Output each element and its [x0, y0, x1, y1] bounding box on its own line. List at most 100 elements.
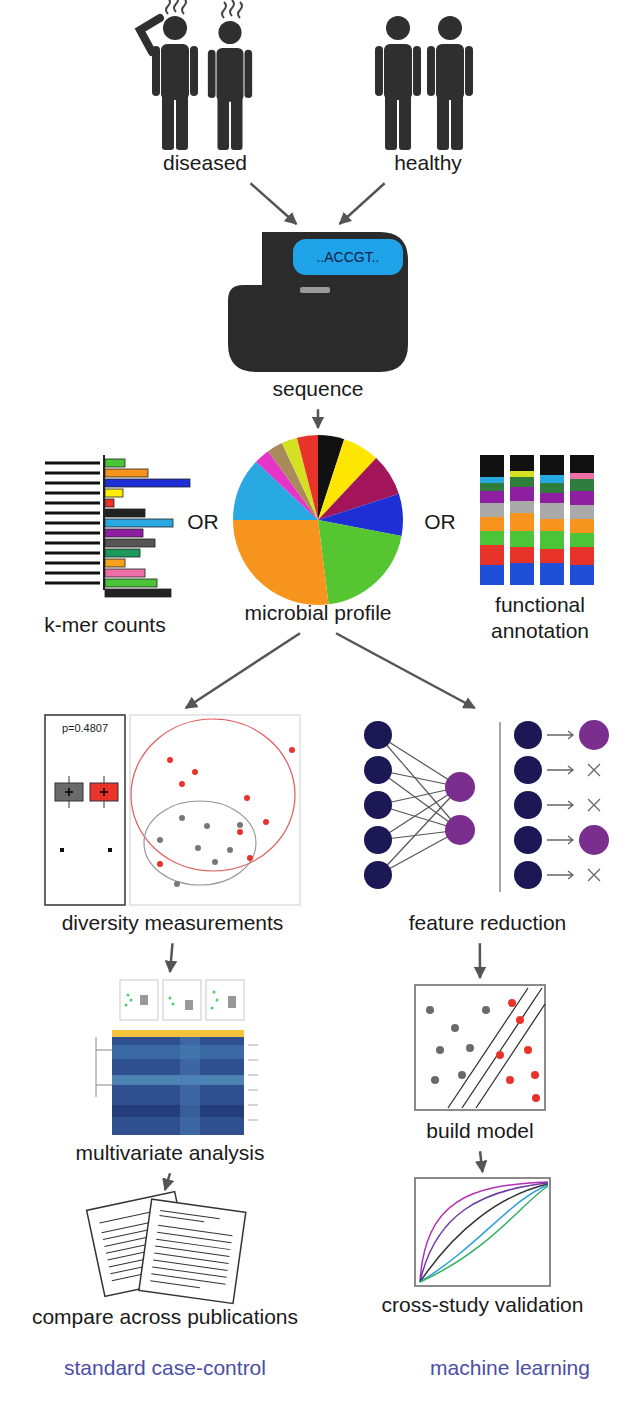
diversity-plots-part-part — [179, 781, 185, 787]
people-figures-part — [140, 18, 160, 52]
stacked-bars-part-part — [540, 549, 564, 563]
sequencer-device-part — [300, 287, 330, 293]
multivariate-thumbnail-part-part — [213, 991, 216, 994]
pie-chart-part — [276, 478, 361, 563]
neural-net-part-part — [547, 836, 573, 844]
or-label: OR — [187, 510, 219, 534]
stacked-bars-part-part — [570, 479, 594, 491]
diversity-plots-part-part — [204, 823, 210, 829]
multivariate-thumbnail-part-part — [125, 1004, 128, 1007]
flow-arrow — [479, 943, 482, 978]
multivariate-thumbnail-part-part — [248, 1090, 258, 1091]
diversity-plots-part-part — [157, 837, 163, 843]
pie-chart-part — [276, 478, 361, 563]
multivariate-thumbnail-part — [112, 1045, 244, 1059]
stacked-bars-part — [570, 455, 594, 585]
p-value: p=0.4807 — [62, 722, 108, 734]
neural-net-part — [547, 731, 600, 881]
multivariate-thumbnail — [96, 980, 258, 1135]
people-figures-part — [427, 16, 473, 150]
multivariate-thumbnail-part-part — [228, 996, 236, 1008]
classifier-plot-part-part — [524, 1046, 532, 1054]
kmer-bar-chart-part-part — [45, 472, 100, 475]
stacked-bars-part-part — [510, 563, 534, 585]
diagram-step: compare across publications — [20, 1194, 310, 1334]
paper-icons-part — [139, 1199, 246, 1303]
classifier-plot-part-part — [466, 1044, 474, 1052]
neural-net-part-part — [514, 826, 542, 854]
diversity-plots-part-part — [227, 847, 233, 853]
multivariate-thumbnail-part-part — [248, 1075, 258, 1076]
classifier-plot-part-part — [426, 1006, 434, 1014]
diversity-plots-part — [108, 848, 112, 852]
step-caption: cross-study validation — [350, 1292, 615, 1318]
classifier-plot-part — [496, 999, 540, 1102]
column-caption: standard case-control — [64, 1356, 266, 1380]
roc-curves-part — [420, 1184, 548, 1282]
step-caption: k-mer counts — [30, 612, 180, 638]
kmer-bar-chart-part-part — [105, 539, 155, 547]
diagram-step: microbial profile — [228, 432, 408, 630]
sequencer-device-part — [293, 239, 403, 275]
pie-chart-part — [276, 478, 361, 563]
people-figures — [140, 0, 473, 150]
kmer-bar-chart-part-part — [45, 532, 100, 535]
kmer-bar-chart-part-part — [105, 559, 125, 567]
stacked-bars-part-part — [510, 547, 534, 563]
stacked-bars-part-part — [480, 531, 504, 545]
neural-net-part — [445, 772, 475, 845]
diversity-plots-part-part — [244, 795, 250, 801]
multivariate-thumbnail-part — [180, 1037, 200, 1135]
pie-chart-part — [276, 478, 361, 563]
diagram-step: cross-study validation — [350, 1176, 615, 1322]
stacked-bars-part-part — [510, 471, 534, 477]
classifier-plot-part — [415, 985, 545, 1110]
diversity-plots-part-part — [247, 855, 253, 861]
kmer-bar-chart — [45, 455, 190, 597]
neural-net-part-part — [514, 861, 542, 889]
stacked-bars-part-part — [540, 519, 564, 531]
stacked-bars-part-part — [570, 547, 594, 565]
roc-curves-part — [420, 1183, 548, 1282]
neural-net-part-part — [445, 815, 475, 845]
sequence-readout: ..ACCGT.. — [316, 249, 379, 265]
kmer-bar-chart-part-part — [45, 462, 100, 465]
flow-arrow — [336, 633, 475, 708]
kmer-bar-chart-part-part — [105, 579, 157, 587]
stacked-bars-part-part — [540, 531, 564, 549]
multivariate-thumbnail-part-part — [169, 997, 172, 1000]
multivariate-thumbnail-part-part — [211, 1007, 214, 1010]
kmer-bar-chart-part-part — [105, 479, 190, 487]
diagram-step: feature reduction — [360, 712, 615, 940]
neural-net-part-part — [579, 720, 609, 750]
kmer-bar-chart-part — [105, 459, 190, 597]
classifier-plot-part-part — [482, 1006, 490, 1014]
diversity-plots-part-part — [167, 757, 173, 763]
diversity-plots-part-part — [174, 881, 180, 887]
neural-net-part-part — [547, 801, 573, 809]
multivariate-thumbnail-part — [125, 991, 219, 1010]
stacked-bars-part-part — [570, 519, 594, 533]
diversity-plots-part-part — [237, 829, 243, 835]
stacked-bars-part-part — [570, 533, 594, 547]
kmer-bar-chart-part-part — [105, 489, 123, 497]
multivariate-thumbnail-part-part — [172, 1003, 175, 1006]
kmer-bar-chart-part-part — [45, 582, 100, 585]
pie-chart-part — [276, 478, 361, 563]
diversity-plots-part-part — [289, 747, 295, 753]
kmer-bar-chart-part-part — [45, 522, 100, 525]
multivariate-thumbnail-part — [120, 980, 158, 1020]
diagram-step: diversity measurements — [40, 712, 305, 940]
diversity-plots-part — [60, 848, 64, 852]
kmer-bar-chart-part-part — [105, 569, 145, 577]
neural-net-part-part — [364, 861, 392, 889]
people-figures-part — [166, 0, 186, 14]
stacked-bars-part-part — [510, 487, 534, 501]
pie-chart — [276, 478, 361, 563]
kmer-bar-chart-part-part — [45, 502, 100, 505]
neural-net-part-part — [364, 791, 392, 819]
diagram-step: build model — [400, 982, 560, 1148]
flow-arrow — [170, 943, 173, 972]
classifier-plot-part-part — [531, 1071, 539, 1079]
